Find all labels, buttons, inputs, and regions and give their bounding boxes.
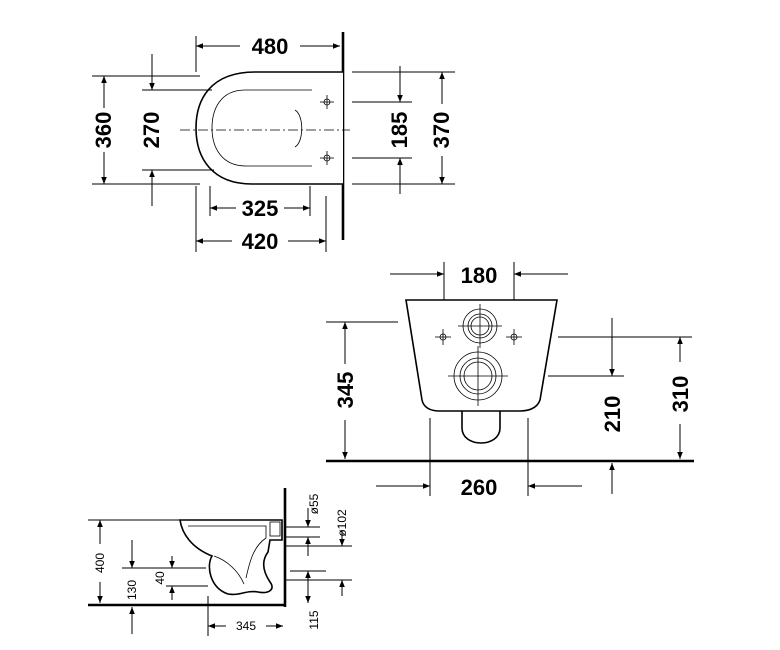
top-view-bowl-rim xyxy=(211,89,312,167)
dim-side-height: 400 xyxy=(93,553,107,573)
dim-front-height-bolts: 310 xyxy=(668,376,693,413)
dim-top-width-total: 480 xyxy=(252,34,289,59)
front-view-waste-outlet xyxy=(448,346,508,406)
side-view-inlet xyxy=(269,521,281,537)
dim-side-outlet-diameter: ø102 xyxy=(335,509,349,537)
top-view-seat-hinge xyxy=(294,109,303,148)
dim-top-width-outer: 420 xyxy=(242,229,279,254)
top-view-fixing-holes xyxy=(320,95,334,165)
side-view-bowl-inner xyxy=(188,525,267,579)
dim-side-outlet-offset: 40 xyxy=(153,571,167,585)
front-view-bolt-holes xyxy=(435,329,522,345)
front-view-water-inlet xyxy=(458,304,502,348)
dim-front-height-total: 345 xyxy=(333,372,358,409)
dim-side-floor-to-outlet: 130 xyxy=(125,580,139,600)
dim-front-bottom-width: 260 xyxy=(461,475,498,500)
side-view-trap xyxy=(213,555,245,585)
dim-front-top-width: 180 xyxy=(461,263,498,288)
dim-top-fix-outer: 370 xyxy=(429,112,454,149)
dim-side-inlet-diameter: ø55 xyxy=(307,493,321,514)
front-view: 180 260 345 210 310 xyxy=(326,262,694,500)
front-view-outlet xyxy=(461,410,501,444)
dim-top-depth-inner: 270 xyxy=(139,112,164,149)
dim-top-fix-spacing: 185 xyxy=(387,112,412,149)
side-view: 400 130 40 345 115 ø55 ø102 xyxy=(88,488,352,636)
dim-front-height-inlet: 210 xyxy=(600,396,625,433)
dim-side-depth: 345 xyxy=(236,619,256,633)
front-view-bowl-outline xyxy=(405,299,558,412)
dim-top-depth-outer: 360 xyxy=(91,112,116,149)
side-view-bowl-outline xyxy=(179,519,283,596)
top-view: 480 325 420 360 270 185 xyxy=(91,32,455,254)
dim-top-width-inner: 325 xyxy=(242,196,279,221)
top-view-bowl-outline xyxy=(195,71,343,185)
dim-side-wall-offset: 115 xyxy=(307,610,321,629)
